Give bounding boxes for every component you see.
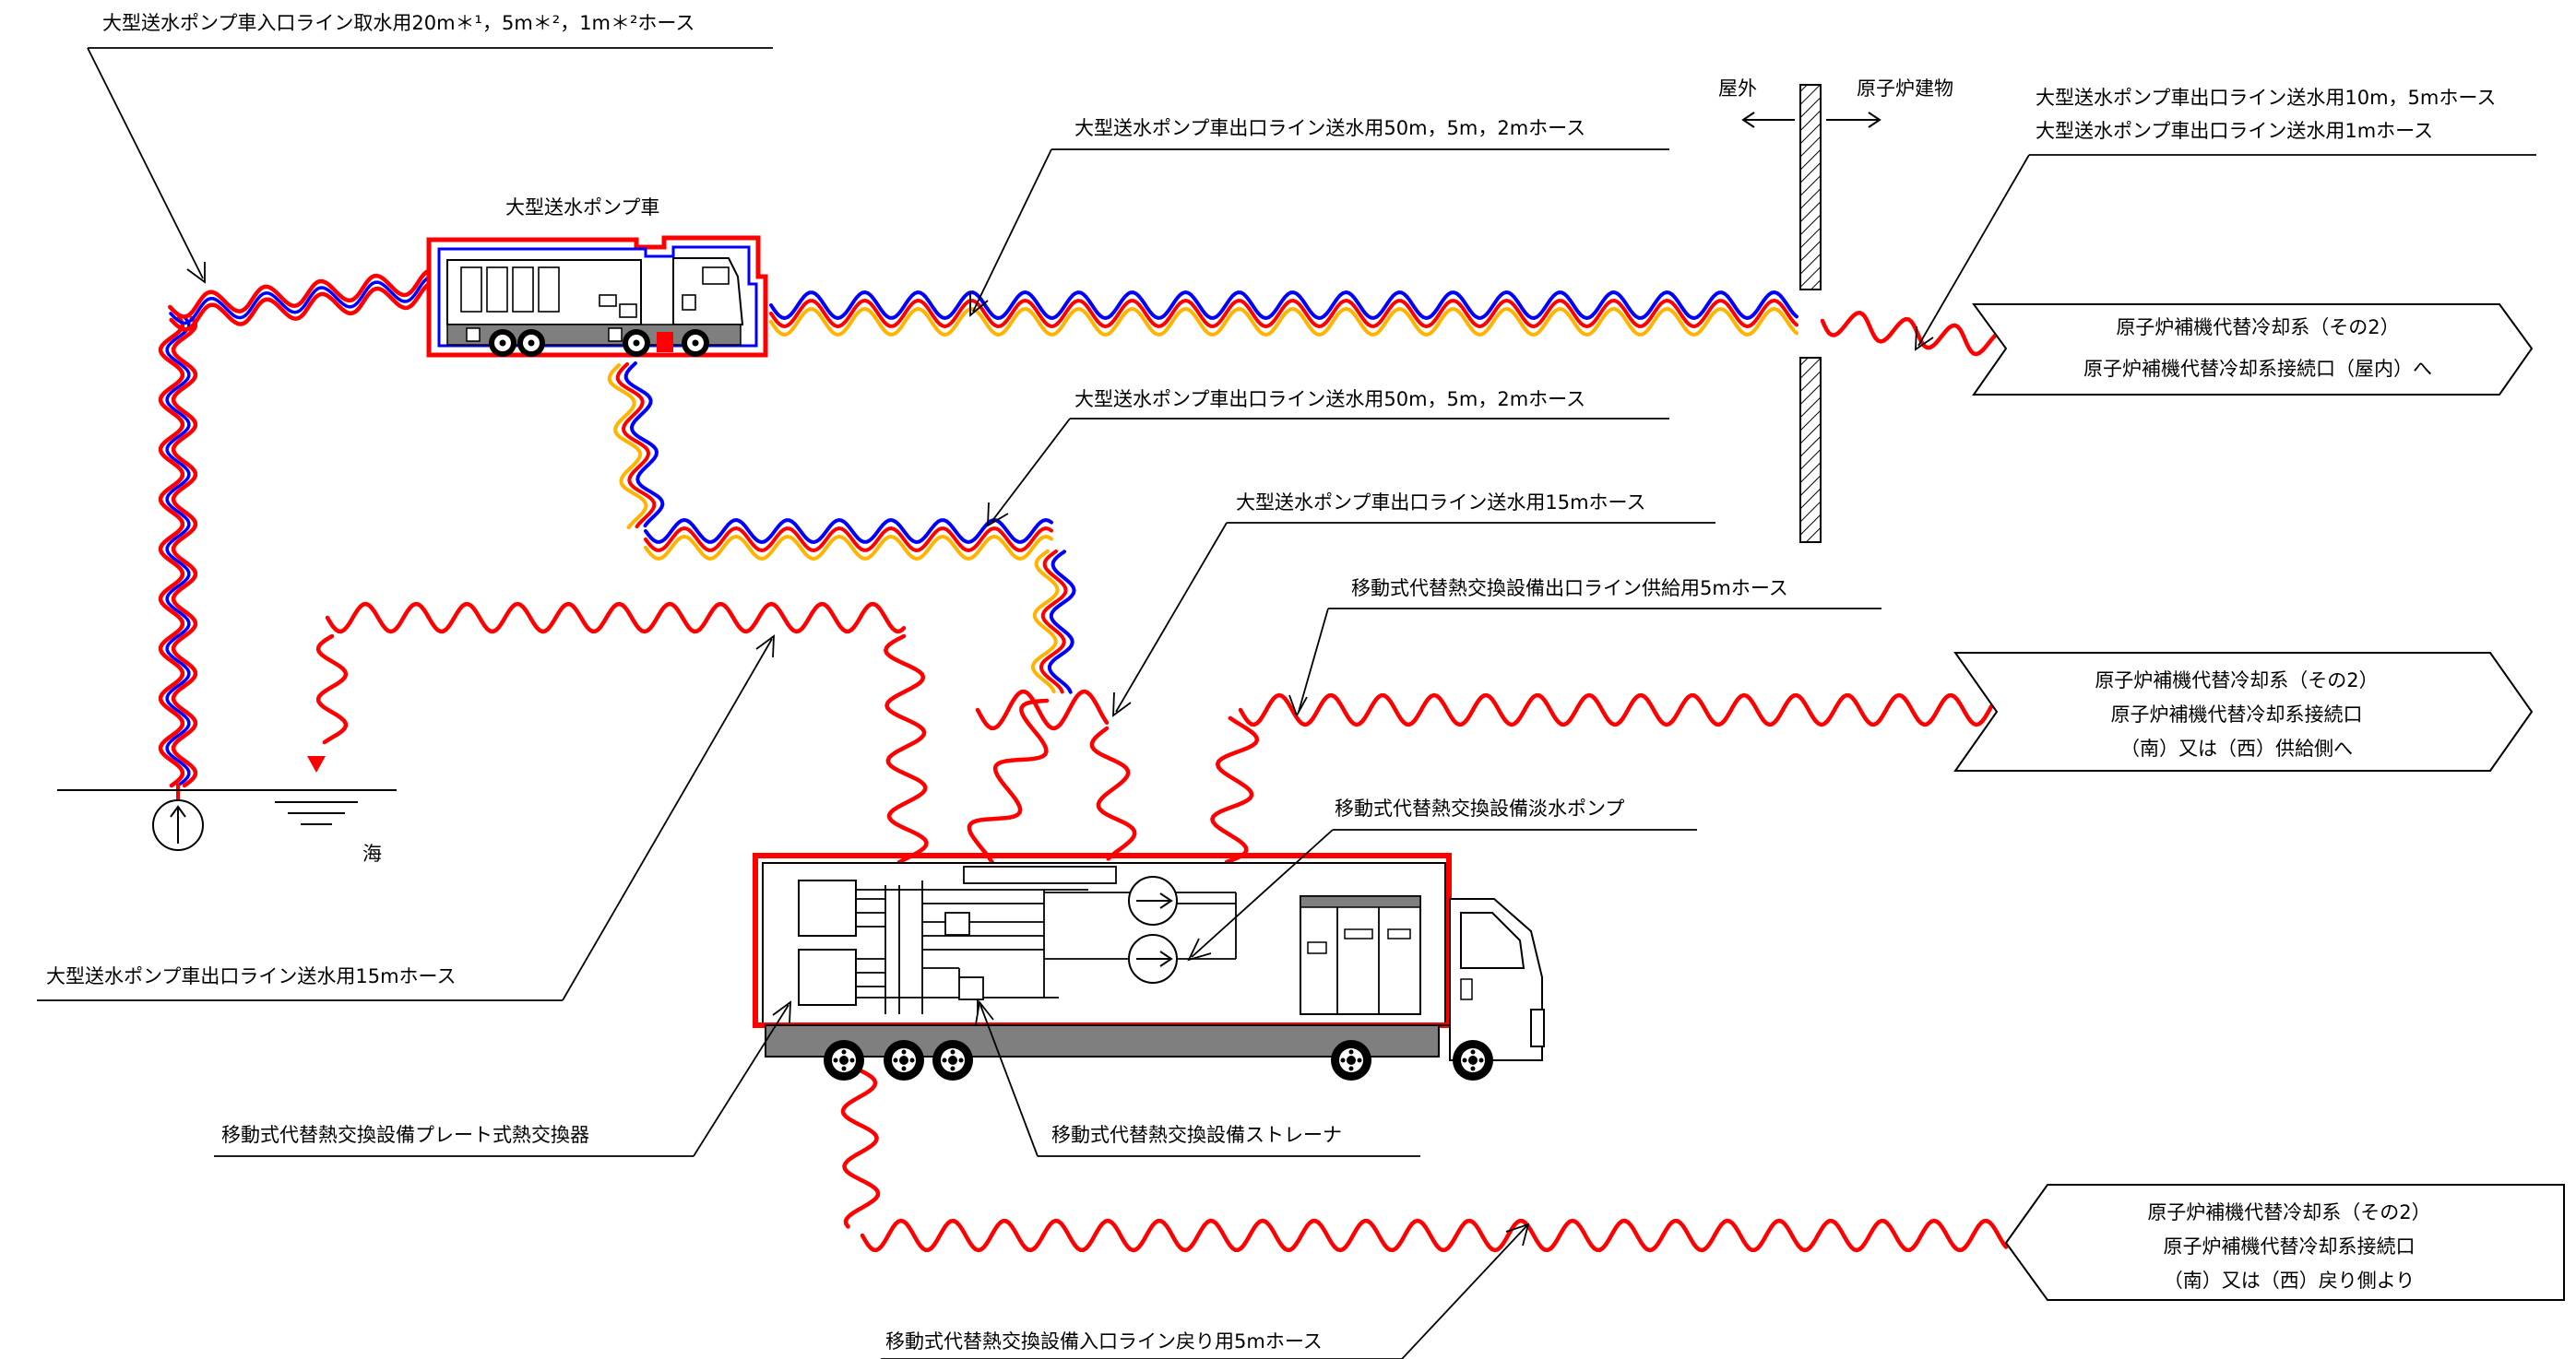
outlet-hose-15m-upper-label: 大型送水ポンプ車出口ライン送水用15mホース [1236,491,1646,514]
intake-hose [169,275,434,325]
outlet-hose-15m-left-label: 大型送水ポンプ車出口ライン送水用15mホース [46,965,457,987]
outlet-hose-middle [644,535,1053,561]
outlet-hose-middle [1039,550,1068,694]
outlet-hose-upper [769,299,1798,328]
outlet-hose-middle [644,518,1053,544]
intake-hose [168,267,434,319]
supply-hose-label: 移動式代替熱交換設備出口ライン供給用5mホース [1351,577,1788,599]
leader-lines [37,47,2536,1359]
outlet-hose-15m [975,689,1110,731]
strainer-label: 移動式代替熱交換設備ストレーナ [1051,1124,1342,1146]
intake-hose-label: 大型送水ポンプ車入口ライン取水用20m＊¹，5m＊²，1m＊²ホース [102,12,694,34]
outlet-hose-middle-label: 大型送水ポンプ車出口ライン送水用50m，5m，2mホース [1074,388,1585,410]
destination-return: 原子炉補機代替冷却系（その2） 原子炉補機代替冷却系接続口 （南）又は（西）戻り… [2004,1184,2565,1301]
outlet-hose-right-label-1: 大型送水ポンプ車出口ライン送水用10m，5mホース [2036,87,2496,109]
destination-return-line1: 原子炉補機代替冷却系（その2） [2147,1201,2430,1223]
return-hose-label: 移動式代替熱交換設備入口ライン戻り用5mホース [885,1330,1323,1353]
outlet-hose-middle [644,526,1053,552]
destination-supply: 原子炉補機代替冷却系（その2） 原子炉補機代替冷却系接続口 （南）又は（西）供給… [1953,652,2534,772]
destination-indoor-line1: 原子炉補機代替冷却系（その2） [2116,316,2399,338]
discharge-hose [325,601,907,634]
outlet-hose-15m [1089,726,1137,861]
destination-return-line3: （南）又は（西）戻り側より [2164,1270,2416,1292]
outlet-hose-middle [1047,550,1076,694]
fresh-water-pump-label: 移動式代替熱交換設備淡水ポンプ [1335,798,1624,820]
outlet-hose-middle [623,361,665,528]
reactor-building-label: 原子炉建物 [1857,77,1953,100]
outlet-hose-right-label-2: 大型送水ポンプ車出口ライン送水用1mホース [2036,120,2433,142]
return-hose [860,1218,2009,1253]
supply-hose [1210,715,1260,865]
sea-label: 海 [362,843,382,865]
intake-strainer-icon [152,799,204,851]
destination-supply-line1: 原子炉補機代替冷却系（その2） [2095,669,2378,691]
ground-and-sea [57,756,397,825]
discharge-hose [315,633,349,745]
outlet-hose-upper [769,307,1798,337]
destination-return-line2: 原子炉補機代替冷却系接続口 [2164,1235,2416,1258]
intake-hose [165,316,191,787]
labels: 大型送水ポンプ車入口ライン取水用20m＊¹，5m＊²，1m＊²ホース 大型送水ポ… [46,12,2496,1353]
discharge-arrow-icon [307,756,326,773]
destination-supply-line3: （南）又は（西）供給側へ [2120,738,2353,760]
plate-heat-exchanger-label: 移動式代替熱交換設備プレート式熱交換器 [221,1124,589,1146]
pump-truck-label: 大型送水ポンプ車 [505,196,659,219]
discharge-hose [884,633,929,865]
intake-hose [158,315,185,788]
outlet-hose-middle [615,362,657,529]
heat-exchanger-truck-icon [753,853,1545,1081]
return-hose [839,1039,881,1229]
outlet-hose-middle [607,363,648,530]
destination-indoor: 原子炉補機代替冷却系（その2） 原子炉補機代替冷却系接続口（屋内）へ [1972,303,2534,396]
building-wall [1741,84,1882,543]
destination-supply-line2: 原子炉補機代替冷却系接続口 [2111,703,2363,726]
outdoor-label: 屋外 [1718,77,1757,100]
outlet-hose-middle [1030,549,1060,694]
outlet-hose-upper [769,290,1798,320]
supply-hose [1238,692,2018,727]
hose-lines [158,267,2018,1253]
destination-indoor-line2: 原子炉補機代替冷却系接続口（屋内）へ [2083,358,2432,380]
outlet-hose-15m [967,698,1050,867]
intake-hose [169,280,435,332]
pump-truck-icon [426,235,768,358]
outlet-hose-upper-label: 大型送水ポンプ車出口ライン送水用50m，5m，2mホース [1074,117,1585,139]
intake-hose [171,315,198,788]
